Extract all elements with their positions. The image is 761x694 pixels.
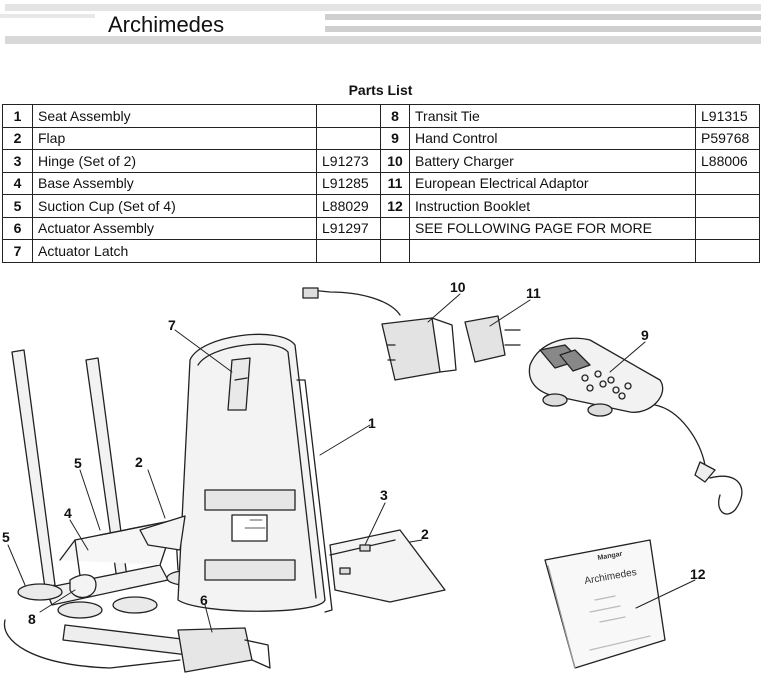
part-number xyxy=(380,239,410,263)
callout-9: 9 xyxy=(641,327,649,343)
callout-11: 11 xyxy=(526,285,541,301)
part-code: L88006 xyxy=(695,149,760,173)
actuator-assembly xyxy=(3,619,271,673)
callout-3: 3 xyxy=(380,487,388,503)
part-name: Seat Assembly xyxy=(32,104,317,128)
part-code: L91273 xyxy=(316,149,381,173)
transit-tie xyxy=(69,574,97,599)
page-title: Archimedes xyxy=(108,12,225,37)
part-code xyxy=(695,194,760,218)
part-code xyxy=(695,216,760,240)
hand-control-diagram xyxy=(528,337,743,515)
part-code: L91285 xyxy=(316,171,381,195)
parts-list-title: Parts List xyxy=(348,82,413,98)
flap-right xyxy=(329,529,446,603)
part-name: Hinge (Set of 2) xyxy=(32,149,317,173)
callout-1: 1 xyxy=(368,415,376,431)
part-name: Flap xyxy=(32,126,317,150)
part-name: European Electrical Adaptor xyxy=(409,171,696,195)
part-number: 1 xyxy=(2,104,33,128)
callout-12: 12 xyxy=(690,566,706,582)
callout-8: 8 xyxy=(28,611,36,627)
callout-5-left: 5 xyxy=(2,529,10,545)
part-name: SEE FOLLOWING PAGE FOR MORE xyxy=(409,216,696,240)
part-code: L91297 xyxy=(316,216,381,240)
part-code: L88029 xyxy=(316,194,381,218)
part-number: 11 xyxy=(380,171,410,195)
part-code: L91315 xyxy=(695,104,760,128)
part-name: Actuator Latch xyxy=(32,239,317,263)
booklet-brand: Mangar xyxy=(597,551,623,562)
part-number: 8 xyxy=(380,104,410,128)
part-name: Base Assembly xyxy=(32,171,317,195)
part-number: 9 xyxy=(380,126,410,150)
part-number: 7 xyxy=(2,239,33,263)
battery-charger xyxy=(302,287,457,381)
part-code xyxy=(695,171,760,195)
flap-left xyxy=(139,515,186,551)
seat-assembly xyxy=(177,333,333,613)
part-number: 2 xyxy=(2,126,33,150)
part-code: P59768 xyxy=(695,126,760,150)
callout-7: 7 xyxy=(168,317,176,333)
callout-6: 6 xyxy=(200,592,208,608)
part-number: 4 xyxy=(2,171,33,195)
part-name: Battery Charger xyxy=(409,149,696,173)
part-number: 6 xyxy=(2,216,33,240)
part-name: Actuator Assembly xyxy=(32,216,317,240)
part-number: 3 xyxy=(2,149,33,173)
part-name: Suction Cup (Set of 4) xyxy=(32,194,317,218)
part-code xyxy=(316,126,381,150)
instruction-booklet-diagram xyxy=(544,539,666,669)
part-name: Instruction Booklet xyxy=(409,194,696,218)
part-number: 5 xyxy=(2,194,33,218)
callout-5-top: 5 xyxy=(74,455,82,471)
callout-2-right: 2 xyxy=(421,526,429,542)
part-code xyxy=(695,239,760,263)
actuator-latch xyxy=(227,357,251,411)
exploded-parts-diagram: 1 2 2 3 4 5 5 6 7 8 9 10 11 12 Mangar Ar… xyxy=(2,279,743,673)
part-number xyxy=(380,216,410,240)
base-assembly xyxy=(11,349,179,606)
callout-2-left: 2 xyxy=(135,454,143,470)
part-number: 10 xyxy=(380,149,410,173)
header-rules xyxy=(0,4,761,44)
part-code xyxy=(316,239,381,263)
part-name: Transit Tie xyxy=(409,104,696,128)
part-name xyxy=(409,239,696,263)
part-name: Hand Control xyxy=(409,126,696,150)
european-adaptor xyxy=(464,315,521,363)
callout-4: 4 xyxy=(64,505,72,521)
part-number: 12 xyxy=(380,194,410,218)
callout-10: 10 xyxy=(450,279,466,295)
part-code xyxy=(316,104,381,128)
